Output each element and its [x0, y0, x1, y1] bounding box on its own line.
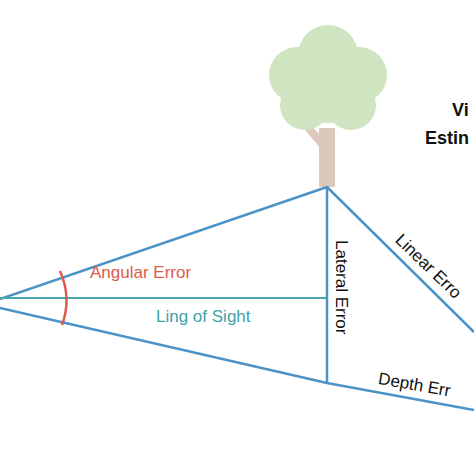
- sight-ray-upper: [0, 187, 327, 299]
- tree-illustration: [269, 25, 387, 187]
- sight-label: Ling of Sight: [156, 308, 251, 325]
- angle-arc: [60, 271, 67, 325]
- line-of-sight: [0, 297, 327, 299]
- title-fragment: Estin: [425, 129, 469, 147]
- lateral-error-line: [326, 186, 329, 384]
- error-label: Linear Erro: [392, 231, 464, 302]
- title-fragment: Vi: [452, 101, 469, 119]
- geometry-lines: [0, 186, 474, 410]
- angle-label: Angular Error: [90, 264, 191, 281]
- sight-ray-lower: [0, 308, 327, 383]
- tree-canopy: [269, 25, 387, 130]
- error-label: Lateral Error: [333, 240, 350, 334]
